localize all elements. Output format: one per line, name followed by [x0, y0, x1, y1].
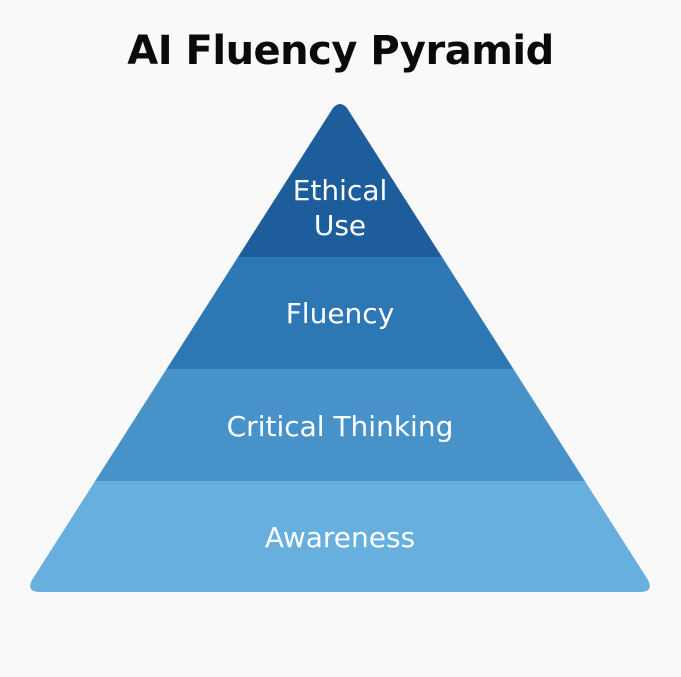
tier-fluency-label: Fluency	[286, 297, 395, 330]
tier-awareness-label: Awareness	[265, 521, 415, 554]
tier-critical-thinking-label: Critical Thinking	[227, 410, 454, 443]
tier-ethical-use-label-line-2: Use	[314, 209, 366, 242]
tier-ethical-use-label-line-1: Ethical	[293, 174, 388, 207]
tier-awareness-band	[30, 481, 650, 592]
page-title: AI Fluency Pyramid	[127, 28, 554, 74]
